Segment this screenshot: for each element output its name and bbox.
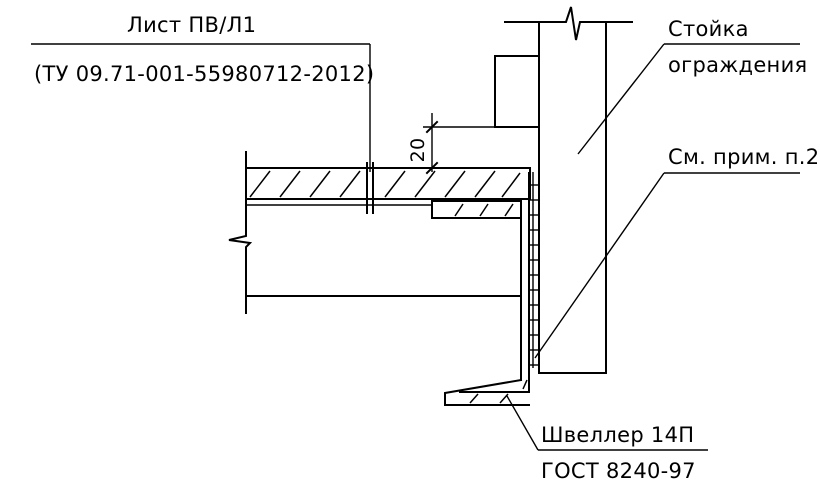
post-label-line1: Стойка xyxy=(668,17,749,41)
post-plate xyxy=(494,55,540,128)
channel-label: Швеллер 14П xyxy=(541,423,694,447)
sheet-label-leader xyxy=(31,43,371,172)
channel-standard: ГОСТ 8240-97 xyxy=(541,459,696,483)
angle-profile xyxy=(431,200,522,219)
post-label-leader xyxy=(577,43,800,155)
channel-14p xyxy=(444,172,530,406)
support-beam xyxy=(228,151,521,314)
shim-strip xyxy=(529,172,539,368)
sheet-label: Лист ПВ/Л1 xyxy=(127,13,256,37)
post-break-line xyxy=(504,6,633,41)
beam-break-line xyxy=(228,151,253,314)
post-label-line2: ограждения xyxy=(668,53,807,77)
channel-label-leader xyxy=(506,395,708,451)
sheet-spec: (ТУ 09.71-001-55980712-2012) xyxy=(34,62,374,86)
dimension-20: 20 xyxy=(407,113,495,175)
note-leader xyxy=(534,172,800,359)
note-label: См. прим. п.2 xyxy=(668,145,819,169)
dimension-value: 20 xyxy=(407,138,429,163)
guard-rail-post xyxy=(504,6,633,374)
